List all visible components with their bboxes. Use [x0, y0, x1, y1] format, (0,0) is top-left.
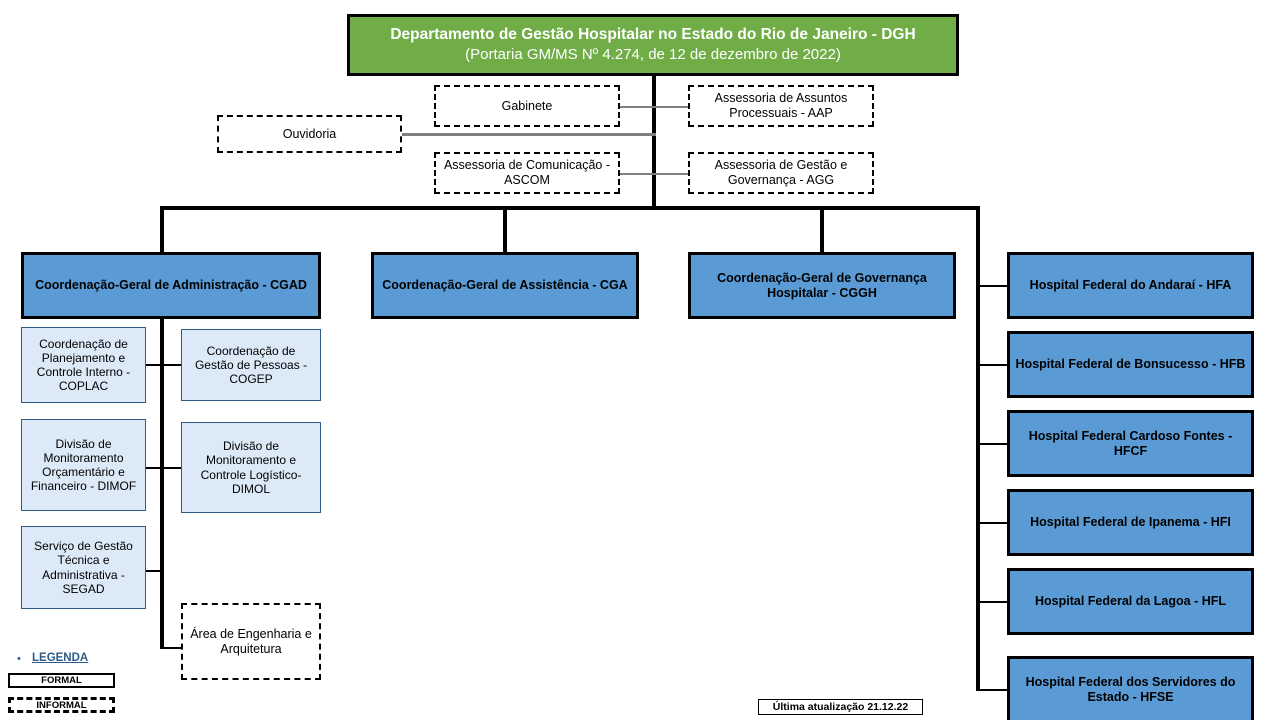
staff-box-ouvidoria[interactable]: Ouvidoria — [217, 115, 402, 153]
hospital-box-hfl[interactable]: Hospital Federal da Lagoa - HFL — [1007, 568, 1254, 635]
unit-label-coplac: Coordenação de Planejamento e Controle I… — [36, 336, 131, 394]
connector-ascom — [620, 173, 656, 175]
hospital-box-hfb[interactable]: Hospital Federal de Bonsucesso - HFB — [1007, 331, 1254, 398]
connector-drop-cga — [503, 206, 507, 253]
connector-ouvidoria — [401, 133, 656, 136]
hospital-box-hfi[interactable]: Hospital Federal de Ipanema - HFI — [1007, 489, 1254, 556]
connector-stub-hfl — [976, 601, 1008, 603]
hospital-label-hfse: Hospital Federal dos Servidores do Estad… — [1025, 674, 1236, 704]
coordination-label-cgad: Coordenação-Geral de Administração - CGA… — [35, 278, 307, 293]
root-department-box[interactable]: Departamento de Gestão Hospitalar no Est… — [347, 14, 959, 76]
legend-bullet-icon: • — [17, 653, 21, 665]
connector-stub-engenharia — [162, 647, 181, 649]
connector-stub-hfse — [976, 689, 1008, 691]
unit-box-dimof[interactable]: Divisão de Monitoramento Orçamentário e … — [21, 419, 146, 511]
hospital-label-hfcf: Hospital Federal Cardoso Fontes - HFCF — [1028, 428, 1233, 458]
coordination-label-cga: Coordenação-Geral de Assistência - CGA — [382, 278, 628, 293]
legend-label-informal: INFORMAL — [36, 699, 87, 711]
coordination-box-cggh[interactable]: Coordenação-Geral de Governança Hospital… — [688, 252, 956, 319]
staff-label-agg: Assessoria de Gestão e Governança - AGG — [714, 158, 848, 187]
unit-label-engenharia: Área de Engenharia e Arquitetura — [190, 626, 312, 656]
unit-label-cogep: Coordenação de Gestão de Pessoas - COGEP — [194, 343, 308, 387]
unit-box-coplac[interactable]: Coordenação de Planejamento e Controle I… — [21, 327, 146, 403]
unit-box-engenharia[interactable]: Área de Engenharia e Arquitetura — [181, 603, 321, 680]
staff-box-ascom[interactable]: Assessoria de Comunicação - ASCOM — [434, 152, 620, 194]
hospital-box-hfse[interactable]: Hospital Federal dos Servidores do Estad… — [1007, 656, 1254, 720]
coordination-box-cga[interactable]: Coordenação-Geral de Assistência - CGA — [371, 252, 639, 319]
connector-stub-hfa — [976, 285, 1008, 287]
hospital-label-hfb: Hospital Federal de Bonsucesso - HFB — [1015, 357, 1246, 372]
hospital-label-hfl: Hospital Federal da Lagoa - HFL — [1035, 594, 1226, 609]
coordination-label-cggh: Coordenação-Geral de Governança Hospital… — [717, 270, 927, 300]
staff-label-gabinete: Gabinete — [501, 98, 553, 113]
unit-label-dimol: Divisão de Monitoramento e Controle Logí… — [200, 439, 302, 496]
hospital-box-hfcf[interactable]: Hospital Federal Cardoso Fontes - HFCF — [1007, 410, 1254, 477]
hospital-label-hfa: Hospital Federal do Andaraí - HFA — [1029, 278, 1232, 293]
connector-stub-cogep — [162, 364, 181, 366]
connector-aap — [655, 106, 688, 108]
staff-label-ascom: Assessoria de Comunicação - ASCOM — [443, 158, 611, 187]
connector-drop-cgad — [160, 206, 164, 253]
connector-stub-hfcf — [976, 443, 1008, 445]
legend-chip-informal: INFORMAL — [8, 697, 115, 713]
connector-cgad-trunk — [160, 318, 164, 649]
hospital-box-hfa[interactable]: Hospital Federal do Andaraí - HFA — [1007, 252, 1254, 319]
staff-label-aap: Assessoria de Assuntos Processuais - AAP — [714, 91, 848, 120]
unit-box-dimol[interactable]: Divisão de Monitoramento e Controle Logí… — [181, 422, 321, 513]
connector-stub-hfb — [976, 364, 1008, 366]
staff-box-aap[interactable]: Assessoria de Assuntos Processuais - AAP — [688, 85, 874, 127]
staff-box-gabinete[interactable]: Gabinete — [434, 85, 620, 127]
connector-stub-hfi — [976, 522, 1008, 524]
last-update-stamp: Última atualização 21.12.22 — [758, 699, 923, 715]
connector-gabinete — [620, 106, 656, 108]
connector-stub-coplac — [146, 364, 162, 366]
connector-main-bus — [160, 206, 980, 210]
connector-root-trunk — [652, 74, 656, 210]
staff-label-ouvidoria: Ouvidoria — [282, 126, 337, 141]
root-title: Departamento de Gestão Hospitalar no Est… — [390, 26, 916, 44]
legend-title: LEGENDA — [32, 652, 89, 664]
last-update-text: Última atualização 21.12.22 — [772, 701, 909, 713]
unit-label-segad: Serviço de Gestão Técnica e Administrati… — [34, 539, 133, 596]
legend-chip-formal: FORMAL — [8, 673, 115, 688]
connector-stub-dimof — [146, 467, 162, 469]
unit-box-cogep[interactable]: Coordenação de Gestão de Pessoas - COGEP — [181, 329, 321, 401]
legend-label-formal: FORMAL — [41, 675, 82, 686]
unit-box-segad[interactable]: Serviço de Gestão Técnica e Administrati… — [21, 526, 146, 609]
connector-stub-dimol — [162, 467, 181, 469]
connector-hospital-trunk — [976, 206, 980, 691]
unit-label-dimof: Divisão de Monitoramento Orçamentário e … — [30, 436, 137, 494]
root-subtitle: (Portaria GM/MS Nº 4.274, de 12 de dezem… — [465, 46, 841, 64]
connector-drop-cggh — [820, 206, 824, 253]
connector-stub-segad — [146, 570, 162, 572]
hospital-label-hfi: Hospital Federal de Ipanema - HFI — [1030, 515, 1231, 530]
staff-box-agg[interactable]: Assessoria de Gestão e Governança - AGG — [688, 152, 874, 194]
connector-agg — [655, 173, 688, 175]
coordination-box-cgad[interactable]: Coordenação-Geral de Administração - CGA… — [21, 252, 321, 319]
